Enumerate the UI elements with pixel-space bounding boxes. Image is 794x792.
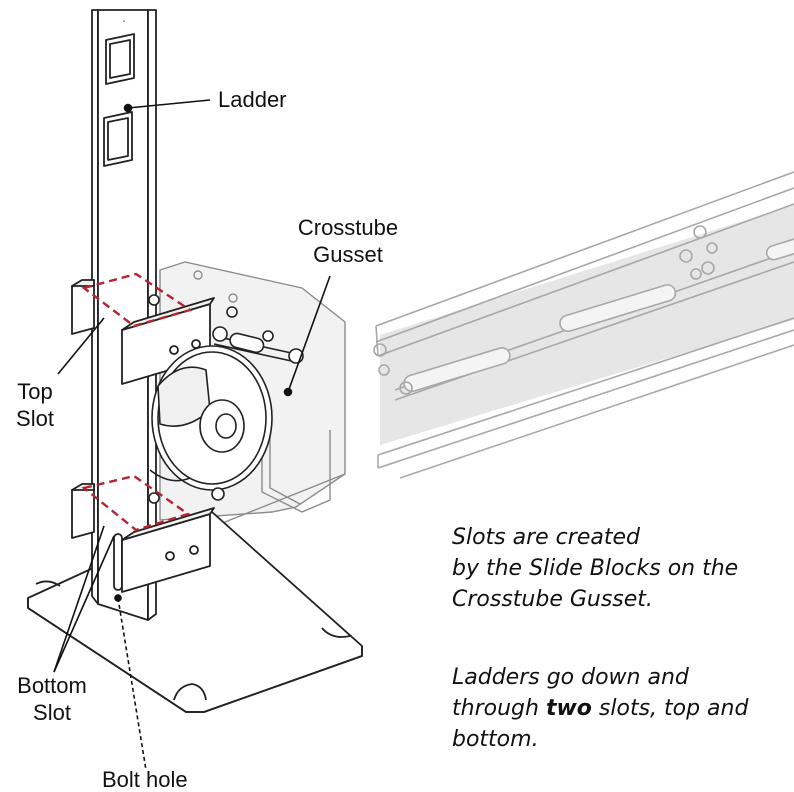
crosstube-slot-1 (403, 347, 511, 393)
ladder-window-2 (103, 111, 133, 167)
ladder: . (91, 9, 157, 621)
crosstube-hole-5 (701, 261, 715, 275)
leader-bolt-hole (117, 597, 147, 771)
top-block-hole-1 (169, 345, 179, 355)
label-bolt-hole: Bolt hole (102, 767, 188, 792)
leader-bottom-slot-2 (53, 535, 115, 673)
note-ladders-line2-bold: two (545, 696, 592, 721)
ladder-window-1 (105, 33, 135, 85)
spring-barrel (229, 332, 265, 354)
crosstube-hole-6 (706, 242, 718, 254)
crosstube-hole-8 (690, 268, 702, 280)
note-ladders-line2-before: through (452, 696, 539, 721)
leader-gusset (287, 275, 331, 393)
crosstube-hole-1 (373, 343, 387, 357)
leader-ladder (127, 99, 211, 109)
bottom-slot-outline (81, 474, 191, 532)
spring-nut-1 (212, 326, 228, 342)
crosstube-rail-bottom-1 (377, 317, 794, 456)
label-crosstube-gusset: Crosstube Gusset (286, 214, 410, 268)
crosstube-hole-3 (399, 381, 413, 395)
lock-mechanism (148, 294, 304, 504)
crosstube-rail-top-2 (375, 187, 794, 343)
ladder-top-mark: . (122, 9, 126, 25)
side-bolt-2 (148, 492, 160, 504)
note-ladders-line3: bottom. (452, 727, 539, 752)
crosstube-rail-top-3 (377, 203, 794, 357)
bottom-slide-blocks (71, 483, 215, 593)
crosstube-hole-2 (378, 364, 390, 376)
gusset-hole-2 (228, 293, 238, 303)
cam-wheel-rim (157, 351, 267, 485)
cam-pivot-arm (149, 469, 191, 482)
crosstube-hole-7 (693, 225, 707, 239)
base-plate-notch-right (321, 627, 351, 638)
label-bottom-slot: Bottom Slot (4, 672, 100, 726)
note-slots: Slots are created by the Slide Blocks on… (452, 522, 738, 615)
crosstube-rail-bottom-2 (377, 329, 794, 469)
leader-bolt-hole-dot (114, 594, 122, 602)
crosstube (373, 171, 794, 479)
top-slot-outline (81, 272, 193, 328)
top-slide-block-right-top (121, 297, 215, 331)
top-slide-block-left-side (71, 279, 95, 287)
label-ladder: Ladder (218, 87, 287, 112)
label-top-slot-line2: Slot (16, 406, 54, 431)
ladder-edge (147, 9, 157, 621)
spring-bolt-2 (262, 330, 274, 342)
note-ladders-line2: through two slots, top and (452, 693, 748, 724)
bottom-block-hole-1 (165, 551, 175, 561)
note-slots-line1: Slots are created (452, 525, 640, 550)
crosstube-rail-end (375, 325, 379, 357)
cam-hub-inner (215, 413, 237, 439)
leader-gusset-dot (283, 387, 293, 397)
gusset-inner-edge (261, 400, 331, 513)
ladder-window-2-inner (107, 117, 129, 161)
gusset-hole-1 (193, 270, 203, 280)
base-plate-notch-left (35, 580, 61, 587)
label-top-slot-line1: Top (17, 379, 53, 404)
note-slots-line2: by the Slide Blocks on the (452, 556, 739, 581)
slot-outlines (81, 272, 193, 532)
note-ladders: Ladders go down and through two slots, t… (452, 662, 748, 755)
crosstube-slot-2 (559, 284, 677, 333)
lower-bolt (211, 487, 225, 501)
leader-bottom-slot-1 (53, 525, 105, 673)
label-crosstube-gusset-line2: Gusset (313, 242, 383, 267)
ladder-bolt-slot (113, 533, 123, 591)
base-plate-thickness (27, 598, 363, 713)
ladder-window-1-inner (109, 39, 131, 79)
label-crosstube-gusset-line1: Crosstube (297, 215, 399, 240)
crosstube-hole-4 (679, 249, 693, 263)
leader-lines (53, 99, 331, 771)
leader-ladder-dot (123, 103, 133, 113)
spring-bolt-1 (226, 306, 238, 318)
note-ladders-line2-after: slots, top and (598, 696, 749, 721)
note-ladders-line1: Ladders go down and (452, 665, 689, 690)
label-bottom-slot-line2: Slot (33, 700, 71, 725)
ladder-face (97, 9, 149, 621)
spring-link-2 (213, 343, 297, 363)
bottom-slide-block-right-top (121, 507, 215, 541)
bottom-block-hole-2 (189, 545, 199, 555)
leader-top-slot (57, 317, 105, 375)
crosstube-rail-top-1 (375, 171, 794, 327)
crosstube-rail-bottom-3 (399, 344, 794, 479)
note-slots-line3: Crosstube Gusset. (452, 587, 653, 612)
side-bolt-1 (148, 294, 160, 306)
bottom-slide-block-left (71, 483, 95, 539)
base-plate-notch-front (173, 683, 207, 701)
label-top-slot: Top Slot (6, 378, 64, 432)
label-bottom-slot-line1: Bottom (17, 673, 87, 698)
